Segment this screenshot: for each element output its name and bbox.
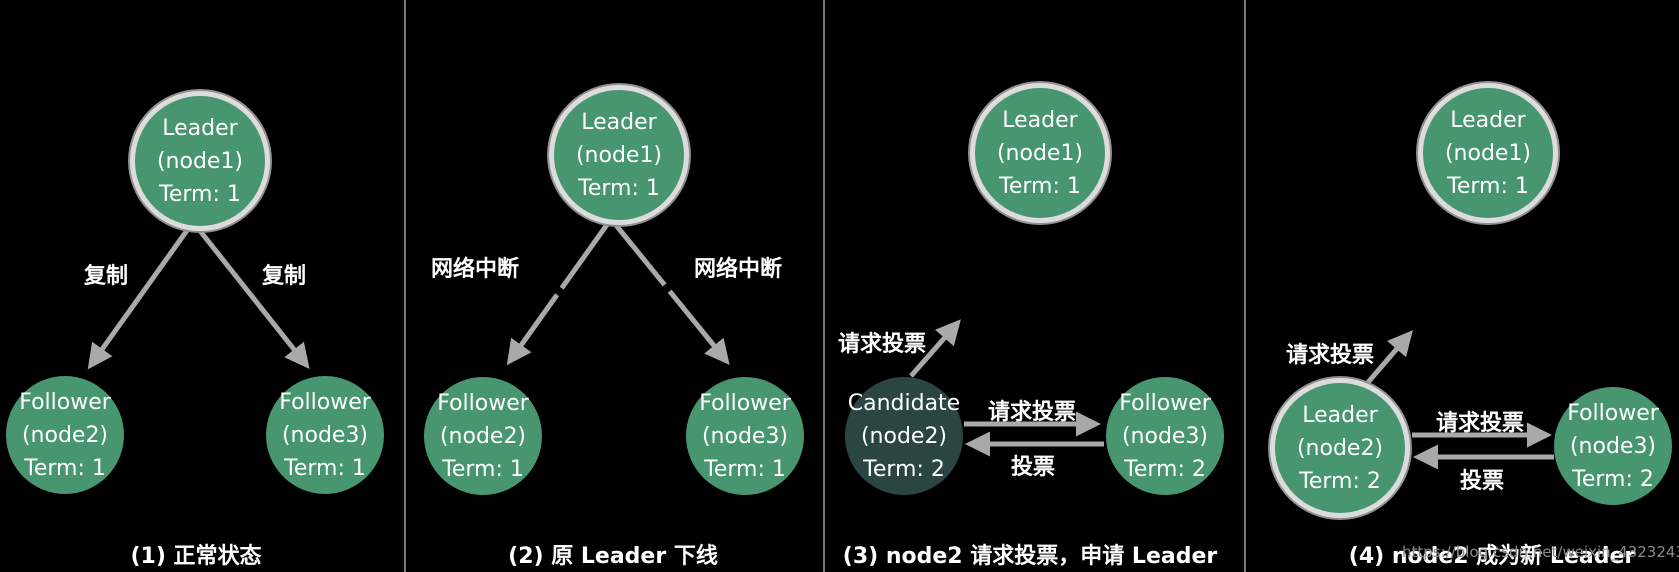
replicate-arrow-left [87, 220, 196, 370]
replicate-label-right: 复制 [262, 264, 307, 289]
network-down-label-right: 网络中断 [694, 257, 783, 282]
node-term: Term: 1 [1447, 173, 1529, 199]
follower-node3: Follower (node3) Term: 1 [686, 377, 804, 495]
vote-request-up-arrow-4 [1362, 330, 1413, 389]
node-role: Follower [279, 389, 371, 415]
leader-node1: Leader (node1) Term: 1 [549, 85, 689, 225]
node-role: Leader [1450, 107, 1526, 133]
node-id: (node1) [996, 140, 1084, 166]
watermark: https://blog.csdn.net/weixin_43232431 [1402, 543, 1679, 561]
node-id: (node3) [1569, 433, 1657, 459]
new-leader-node2: Leader (node2) Term: 2 [1270, 378, 1410, 518]
node-term: Term: 2 [863, 456, 945, 482]
node-role: Follower [437, 390, 529, 416]
node-id: (node3) [281, 422, 369, 448]
node-role: Follower [1567, 400, 1659, 426]
node-role: Candidate [847, 390, 961, 416]
node-role: Leader [1302, 402, 1378, 428]
panel-caption: (4) node2 成为新 Leader [1348, 544, 1636, 569]
vote-request-label: 请求投票 [988, 400, 1077, 425]
leader-node1: Leader (node1) Term: 1 [130, 91, 270, 231]
node-term: Term: 1 [24, 455, 106, 481]
network-down-label-left: 网络中断 [431, 257, 520, 282]
node-term: Term: 1 [704, 456, 786, 482]
panel-caption: (1) 正常状态 [130, 544, 262, 569]
node-role: Follower [19, 389, 111, 415]
node-id: (node1) [1444, 140, 1532, 166]
leader-node1: Leader (node1) Term: 1 [970, 83, 1110, 223]
panel-caption: (3) node2 请求投票，申请 Leader [842, 544, 1218, 569]
leader-node1: Leader (node1) Term: 1 [1418, 83, 1558, 223]
panel-caption: (2) 原 Leader 下线 [508, 544, 718, 569]
node-term: Term: 1 [159, 181, 241, 207]
node-term: Term: 1 [578, 175, 660, 201]
node-id: (node2) [439, 423, 527, 449]
node-role: Leader [1002, 107, 1078, 133]
node-id: (node3) [701, 423, 789, 449]
node-term: Term: 1 [442, 456, 524, 482]
vote-request-up-arrow-3 [909, 319, 961, 378]
vote-grant-label: 投票 [1011, 455, 1056, 480]
candidate-node2: Candidate (node2) Term: 2 [845, 377, 963, 495]
node-id: (node1) [575, 142, 663, 168]
node-id: (node2) [860, 423, 948, 449]
node-id: (node2) [1296, 435, 1384, 461]
follower-node3: Follower (node3) Term: 2 [1106, 377, 1224, 495]
node-term: Term: 1 [999, 173, 1081, 199]
node-role: Follower [699, 390, 791, 416]
node-term: Term: 2 [1124, 456, 1206, 482]
vote-request-label: 请求投票 [1436, 411, 1525, 436]
node-role: Follower [1119, 390, 1211, 416]
panel-divider [404, 0, 406, 572]
follower-node3: Follower (node3) Term: 1 [266, 376, 384, 494]
follower-node2: Follower (node2) Term: 1 [424, 377, 542, 495]
panel-divider [823, 0, 825, 572]
broken-arrow-right [609, 217, 730, 365]
node-term: Term: 1 [284, 455, 366, 481]
node-term: Term: 2 [1299, 468, 1381, 494]
node-term: Term: 2 [1572, 466, 1654, 492]
follower-node2: Follower (node2) Term: 1 [6, 376, 124, 494]
node-role: Leader [581, 109, 657, 135]
replicate-label-left: 复制 [84, 264, 129, 289]
vote-grant-label: 投票 [1460, 469, 1505, 494]
vote-request-label-up: 请求投票 [838, 332, 927, 357]
vote-request-label-up: 请求投票 [1286, 343, 1375, 368]
panel-divider [1244, 0, 1246, 572]
node-id: (node2) [21, 422, 109, 448]
node-id: (node3) [1121, 423, 1209, 449]
broken-arrow-left [506, 217, 614, 366]
replicate-arrow-right [191, 220, 310, 370]
follower-node3: Follower (node3) Term: 2 [1554, 387, 1672, 505]
node-id: (node1) [156, 148, 244, 174]
node-role: Leader [162, 115, 238, 141]
